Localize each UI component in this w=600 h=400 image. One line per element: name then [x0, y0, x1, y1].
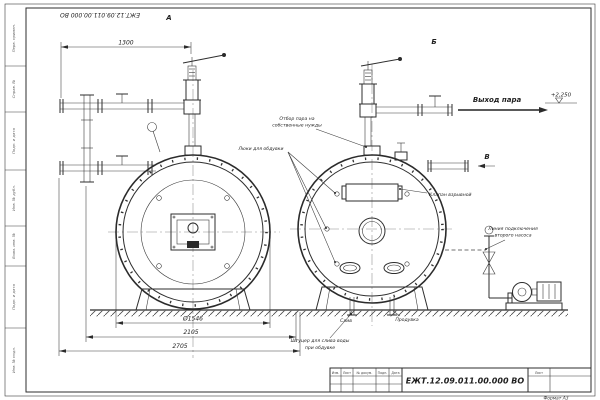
- format-label: Формат А3: [543, 395, 568, 400]
- steam-out-label: Выход пара: [473, 96, 522, 104]
- margin-label-vzam: Взам. инв. №: [11, 233, 16, 259]
- titleblock-col-doc: № докум.: [357, 371, 373, 375]
- callout-pump-line-2: второго насоса: [494, 234, 531, 239]
- margin-label-podp1: Подп. и дата: [11, 127, 16, 154]
- side-nozzle-v: [427, 160, 495, 172]
- callout-blowdown: Продувка: [395, 317, 419, 323]
- margin-label-sprav: Справ. №: [11, 80, 16, 99]
- bolt-circle-a: [118, 157, 268, 307]
- valve-lever-a: [182, 54, 225, 64]
- margin-label-invdubl: Инв. № дубл.: [11, 185, 16, 211]
- inspection-ports-a: [156, 195, 230, 269]
- pump-base: [505, 302, 563, 311]
- dim-diameter: Ø1546: [182, 316, 203, 323]
- bolt-circle-b: [300, 157, 444, 301]
- titleblock-col-sign: Подп.: [378, 371, 388, 375]
- ground-line: [90, 309, 568, 317]
- view-label-b: Б: [431, 38, 436, 46]
- callout-fitting-2: при обдувке: [305, 345, 335, 351]
- gauge-icon: [484, 225, 494, 235]
- elevation-value: +2,250: [551, 93, 572, 99]
- dimensions: 1300 Ø1546 2105 2705: [58, 40, 301, 356]
- boiler-front-view-b: [290, 57, 452, 326]
- titleblock-col-list: Лист: [343, 371, 351, 375]
- dim-2105: 2105: [183, 329, 198, 336]
- sheet-label: Лист: [535, 371, 543, 375]
- margin-label-perv: Перв. примен.: [11, 24, 16, 53]
- dim-1300: 1300: [118, 40, 133, 47]
- safety-valve-assembly-a: [182, 53, 226, 146]
- boiler-front-view-a: [108, 53, 280, 358]
- doc-number-flipped: ЕЖТ.12.09.011.00.000 ВО: [60, 11, 140, 18]
- callout-own-needs-1: Отбор пара на: [279, 116, 314, 122]
- callout-pump-line-1: Линия подключения: [487, 226, 538, 232]
- feed-pump-unit: [445, 225, 563, 311]
- burner-door: [170, 213, 216, 251]
- aux-fitting-b: [394, 142, 408, 161]
- margin-label-invpodl: Инв. № подл.: [11, 347, 16, 373]
- titleblock-col-izm: Изм.: [332, 371, 340, 375]
- callout-explosion-valve: Клапан взрывной: [429, 192, 472, 198]
- pressure-gauge-a: [147, 122, 161, 153]
- valve-handwheel: [116, 93, 128, 165]
- steam-nozzle-b: [363, 145, 381, 156]
- title-block: Изм. Лист № докум. Подп. Дата ЕЖТ.12.09.…: [329, 367, 592, 393]
- margin-label-podp2: Подп. и дата: [11, 283, 16, 310]
- callout-own-needs-2: собственные нужды: [272, 123, 322, 129]
- view-label-v: В: [484, 153, 489, 161]
- callouts: Отбор пара на собственные нужды Люки для…: [238, 116, 538, 351]
- drawing-frame: Перв. примен. Справ. № Подп. и дата Инв.…: [4, 3, 596, 400]
- blow-hatch-ports: [324, 191, 410, 267]
- valve-lever-b: [360, 58, 401, 67]
- pump-volute: [512, 282, 532, 302]
- handholes: [339, 262, 405, 274]
- gauge-column-piping: [59, 93, 184, 183]
- manhole: [358, 217, 386, 245]
- valve-icon: [482, 251, 496, 264]
- callout-fitting-1: Штуцер для слива воды: [291, 338, 350, 344]
- pump-motor: [536, 281, 562, 302]
- dim-2705: 2705: [172, 343, 187, 350]
- callout-drain: Слив: [340, 318, 352, 324]
- steam-nozzle-a: [184, 145, 202, 156]
- elevation-mark: +2,250: [545, 93, 577, 104]
- doc-number: ЕЖТ.12.09.011.00.000 ВО: [406, 377, 525, 386]
- steam-outlet-piping: Выход пара +2,250: [376, 93, 577, 116]
- safety-valve-assembly-b: [359, 57, 402, 146]
- titleblock-col-date: Дата: [391, 371, 399, 375]
- explosion-valve: [341, 183, 403, 202]
- callout-hatches: Люки для обдувки: [238, 146, 284, 152]
- view-label-a: А: [165, 14, 171, 22]
